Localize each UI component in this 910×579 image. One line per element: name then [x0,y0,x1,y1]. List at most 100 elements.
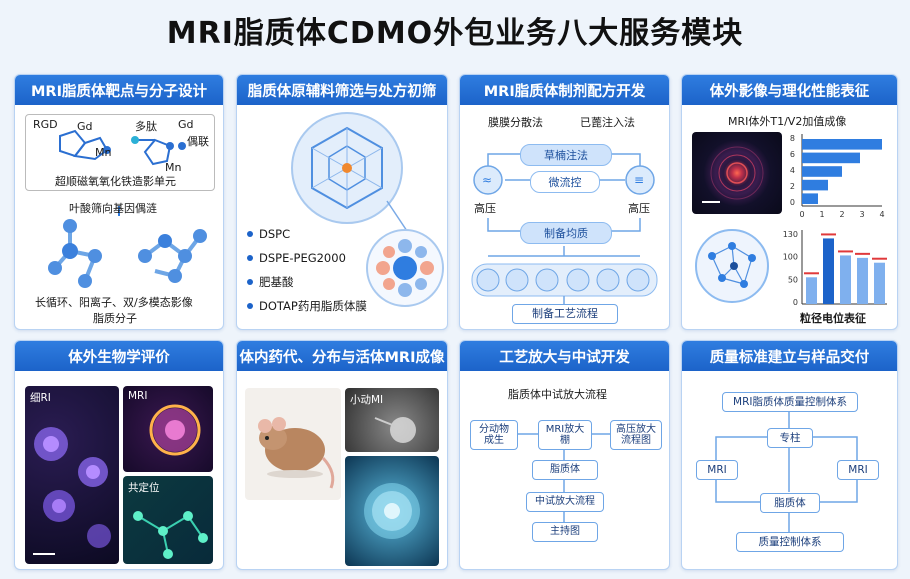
card-quality: 质量标准建立与样品交付 MRI脂质体质量控制体系 专柱 MRI MRI 脂质体 … [681,340,898,570]
label-imaging: MRI体外T1/V2加值成像 [728,115,847,128]
hbar-x-tick: 1 [819,210,824,219]
card-title: 脂质体原辅料筛选与处方初筛 [237,75,447,105]
hbar-bar [802,166,842,177]
vbar-bar [823,238,834,304]
vbar-y-tick: 50 [788,275,798,284]
svg-text:≡: ≡ [634,173,644,187]
hbar-bar [802,193,818,204]
label-mn: Mn [95,146,112,159]
mouse-photo [245,388,341,500]
column-box: 专柱 [767,428,813,448]
card-in-vitro-bio: 体外生物学评价 细RI MRI [14,340,224,570]
small-animal-mri-photo: 小动MI [345,388,439,452]
photo-label: 小动MI [350,394,384,406]
label-folate: 叶酸筛向基因偶涟 [69,202,157,215]
qc-final-box: 质量控制体系 [736,532,844,552]
vbar-y-tick: 0 [793,298,798,307]
cell-photo: 细RI [25,386,119,564]
label-size-zeta: 粒径电位表征 [800,312,866,325]
quality-flow [715,410,858,532]
photo-label: 细RI [30,392,51,404]
page-title: MRI脂质体CDMO外包业务八大服务模块 [166,16,744,51]
vbar-bar [874,262,885,304]
label-bottom-2: 脂质分子 [93,312,137,325]
vbar-chart: 130 100 50 0 [783,230,887,307]
hbar-y-tick: 6 [790,150,795,159]
label-unit: 超顺磁氧氧化铁造影单元 [55,175,176,188]
label-high-pressure-left: 高压 [474,202,496,215]
vbar-y-tick: 130 [783,230,798,239]
pill-microfluidic: 微流控 [530,171,600,193]
molecule-diagram [48,129,207,288]
liposome-graphic [291,112,444,307]
label-gd: Gd [77,120,93,133]
step-box: 主持图 [532,522,598,542]
mri-box-left: MRI [696,460,738,480]
card-title: 体外影像与理化性能表征 [682,75,897,105]
label-bottom-1: 长循环、阳离子、双/多模态影像 [35,296,193,309]
hbar-x-tick: 2 [839,210,844,219]
label-conjugate: 偶联 [187,135,209,148]
photo-label: 共定位 [128,482,160,494]
card-scale-up: 工艺放大与中试开发 脂质体中试放大流程 分动物 成生 MRI放大 棚 高压放大 … [459,340,670,570]
card-in-vivo: 体内药代、分布与活体MRI成像 小动MI [236,340,448,570]
mri-cell-photo: MRI [123,386,213,472]
nanoparticle-photo [345,456,439,566]
network-graphic [695,229,769,303]
step-box: 高压放大 流程图 [610,420,662,450]
label-high-pressure-right: 高压 [628,202,650,215]
vbar-y-tick: 100 [783,253,798,262]
hbar-x-tick: 4 [879,210,884,219]
qc-system-box: MRI脂质体质量控制体系 [722,392,858,412]
pill-injection: 草楠注法 [520,144,612,166]
process-flow-box: 制备工艺流程 [512,304,618,324]
hbar-y-tick: 0 [790,198,795,207]
hbar-bar [802,152,860,164]
mri-image [692,132,782,214]
card-title: MRI脂质体靶点与分子设计 [15,75,223,105]
card-formulation: MRI脂质体制剂配方开发 ≈ ≡ 膜膜分散法 已蓖注入法 草楠注法 [459,74,670,330]
hbar-bar [802,139,882,150]
list-item: DSPE-PEG2000 [247,246,367,270]
label-peptide: 多肽 [135,120,157,133]
card-title: 质量标准建立与样品交付 [682,341,897,371]
step-box: 脂质体 [532,460,598,480]
step-box: MRI放大 棚 [538,420,592,450]
card-target-design: MRI脂质体靶点与分子设计 [14,74,224,330]
label-method-right: 已蓖注入法 [580,116,635,129]
label-gd-2: Gd [178,118,194,131]
mri-box-right: MRI [837,460,879,480]
hbar-bar [802,179,828,191]
card-title: 工艺放大与中试开发 [460,341,669,371]
molecule-panel [25,114,215,191]
vbar-bar [840,255,851,304]
colocalization-photo: 共定位 [123,476,213,564]
hbar-y-tick: 8 [790,134,795,143]
liposome-box: 脂质体 [760,493,820,513]
vbar-bar [857,257,868,304]
vbar-bar [806,277,817,304]
svg-text:≈: ≈ [482,173,492,187]
card-title: MRI脂质体制剂配方开发 [460,75,669,105]
step-box: 分动物 成生 [470,420,518,450]
label-rgd: RGD [33,118,58,131]
label-method-left: 膜膜分散法 [488,116,543,129]
label-mn-2: Mn [165,161,182,174]
hbar-chart: 8 6 4 2 00 1 2 3 4 [790,134,885,219]
formulation-flow: ≈ ≡ [471,153,658,304]
pill-homogenize: 制备均质 [520,222,612,244]
card-excipient-screening: 脂质体原辅料筛选与处方初筛 DSPC DSPE-PEG2000 肥基酸 [236,74,448,330]
hbar-x-tick: 3 [859,210,864,219]
card-title: 体内药代、分布与活体MRI成像 [237,341,447,371]
hbar-y-tick: 2 [790,182,795,191]
list-item: DSPC [247,222,367,246]
list-item: 肥基酸 [247,270,367,294]
label-heading: 脂质体中试放大流程 [508,388,607,401]
list-item: DOTAP药用脂质体膜 [247,294,367,318]
excipient-list: DSPC DSPE-PEG2000 肥基酸 DOTAP药用脂质体膜 [247,222,367,318]
step-box: 中试放大流程 [526,492,604,512]
hbar-x-tick: 0 [799,210,804,219]
photo-label: MRI [128,390,148,402]
hbar-y-tick: 4 [790,166,795,175]
